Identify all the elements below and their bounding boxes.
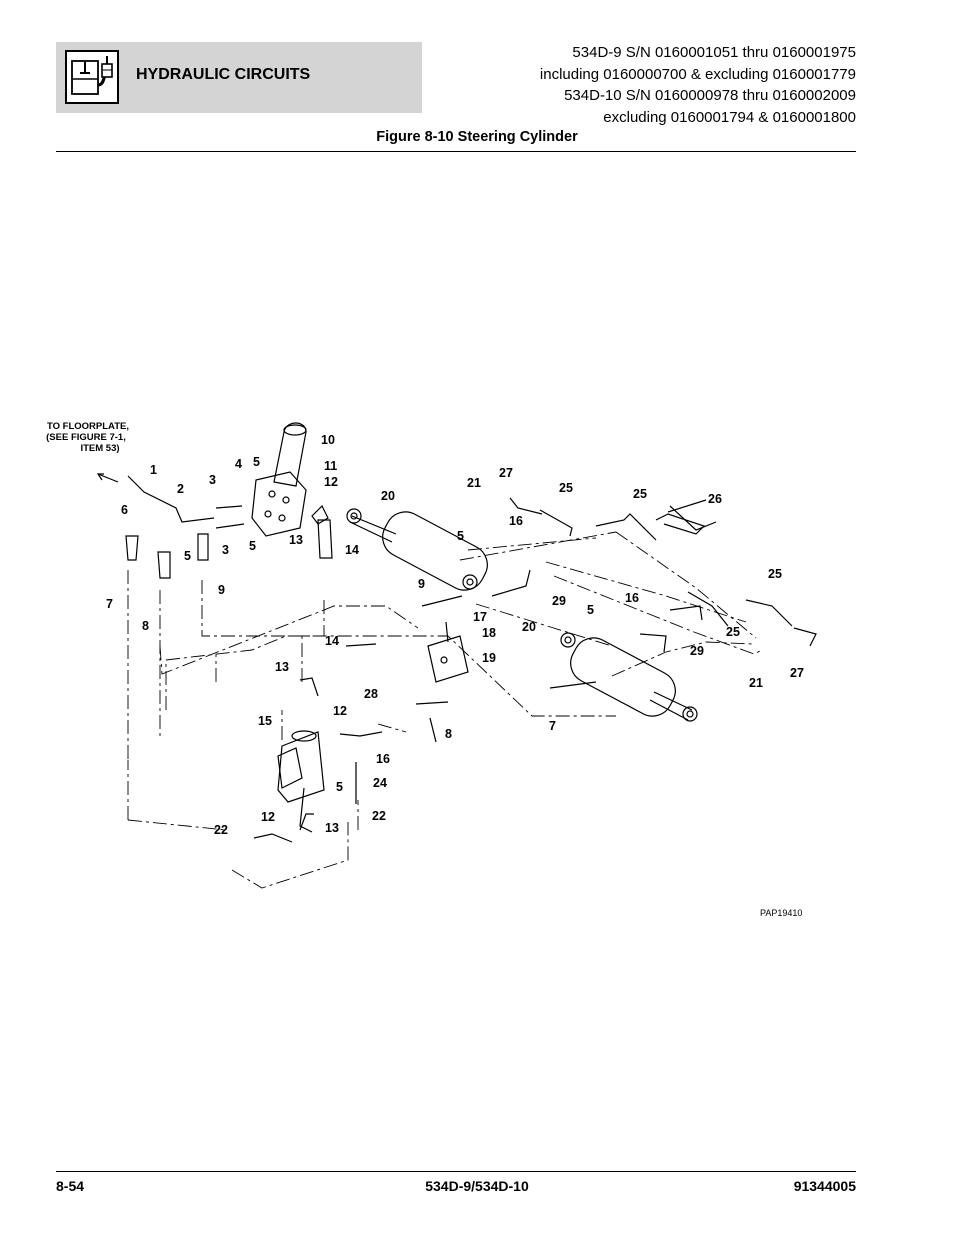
header-divider xyxy=(56,151,856,152)
routing-note: (SEE FIGURE 7-1, xyxy=(46,432,126,443)
callout: 19 xyxy=(482,651,496,665)
callout: 13 xyxy=(275,660,289,674)
model-label: 534D-9/534D-10 xyxy=(425,1178,529,1194)
callout: 5 xyxy=(457,529,464,543)
callout: 13 xyxy=(325,821,339,835)
callout: 14 xyxy=(345,543,359,557)
callout: 11 xyxy=(324,459,337,473)
callout: 20 xyxy=(381,489,395,503)
callout: 16 xyxy=(625,591,639,605)
callout: 21 xyxy=(749,676,763,690)
callout: 7 xyxy=(549,719,556,733)
callout: 18 xyxy=(482,626,496,640)
callout: 3 xyxy=(209,473,216,487)
callout: 6 xyxy=(121,503,128,517)
callout: 22 xyxy=(372,809,386,823)
callout: 25 xyxy=(633,487,647,501)
callout: 8 xyxy=(142,619,149,633)
page-number: 8-54 xyxy=(56,1178,85,1194)
serial-line: 534D-10 S/N 0160000978 thru 0160002009 xyxy=(564,87,856,104)
callout: 28 xyxy=(364,687,378,701)
callout: 25 xyxy=(559,481,573,495)
callout: 1 xyxy=(150,463,157,477)
callout: 12 xyxy=(261,810,275,824)
serial-line: 534D-9 S/N 0160001051 thru 0160001975 xyxy=(572,44,856,61)
callout: 10 xyxy=(321,433,335,447)
figure-title: Figure 8-10 Steering Cylinder xyxy=(376,129,578,145)
callout: 5 xyxy=(253,455,260,469)
image-code: PAP19410 xyxy=(760,908,802,918)
callout: 16 xyxy=(509,514,523,528)
serial-range: 534D-9 S/N 0160001051 thru 0160001975 in… xyxy=(540,42,856,128)
callout: 21 xyxy=(467,476,481,490)
routing-note: ITEM 53) xyxy=(80,443,119,454)
hydraulic-circuit-icon xyxy=(65,50,119,104)
callout: 12 xyxy=(324,475,338,489)
part-number: 91344005 xyxy=(793,1178,856,1194)
callout: 15 xyxy=(258,714,272,728)
callout: 7 xyxy=(106,597,113,611)
callout: 2 xyxy=(177,482,184,496)
callout: 25 xyxy=(726,625,740,639)
routing-note: TO FLOORPLATE, xyxy=(47,421,129,432)
callout: 9 xyxy=(218,583,225,597)
callout: 13 xyxy=(289,533,303,547)
callout: 3 xyxy=(222,543,229,557)
callout: 5 xyxy=(249,539,256,553)
callout: 22 xyxy=(214,823,228,837)
callout: 8 xyxy=(445,727,452,741)
callout: 17 xyxy=(473,610,487,624)
callout: 9 xyxy=(418,577,425,591)
callout: 5 xyxy=(184,549,191,563)
callout: 5 xyxy=(336,780,343,794)
callout: 29 xyxy=(552,594,566,608)
callout: 29 xyxy=(690,644,704,658)
callout: 5 xyxy=(587,603,594,617)
callout: 27 xyxy=(790,666,804,680)
callout: 4 xyxy=(235,457,242,471)
callout: 27 xyxy=(499,466,513,480)
steering-cylinder-diagram: 10 11 12 1 4 5 3 2 6 5 3 5 13 14 7 8 9 2… xyxy=(46,421,817,918)
serial-line: excluding 0160001794 & 0160001800 xyxy=(603,108,856,126)
callout: 24 xyxy=(373,776,387,790)
callout: 25 xyxy=(768,567,782,581)
section-title: HYDRAULIC CIRCUITS xyxy=(136,66,311,83)
footer-divider xyxy=(56,1171,856,1172)
callout: 26 xyxy=(708,492,722,506)
callout: 14 xyxy=(325,634,339,648)
serial-line: including 0160000700 & excluding 0160001… xyxy=(539,65,856,83)
callout: 12 xyxy=(333,704,347,718)
callout: 16 xyxy=(376,752,390,766)
header-banner: HYDRAULIC CIRCUITS xyxy=(56,42,422,113)
callout: 20 xyxy=(522,620,536,634)
